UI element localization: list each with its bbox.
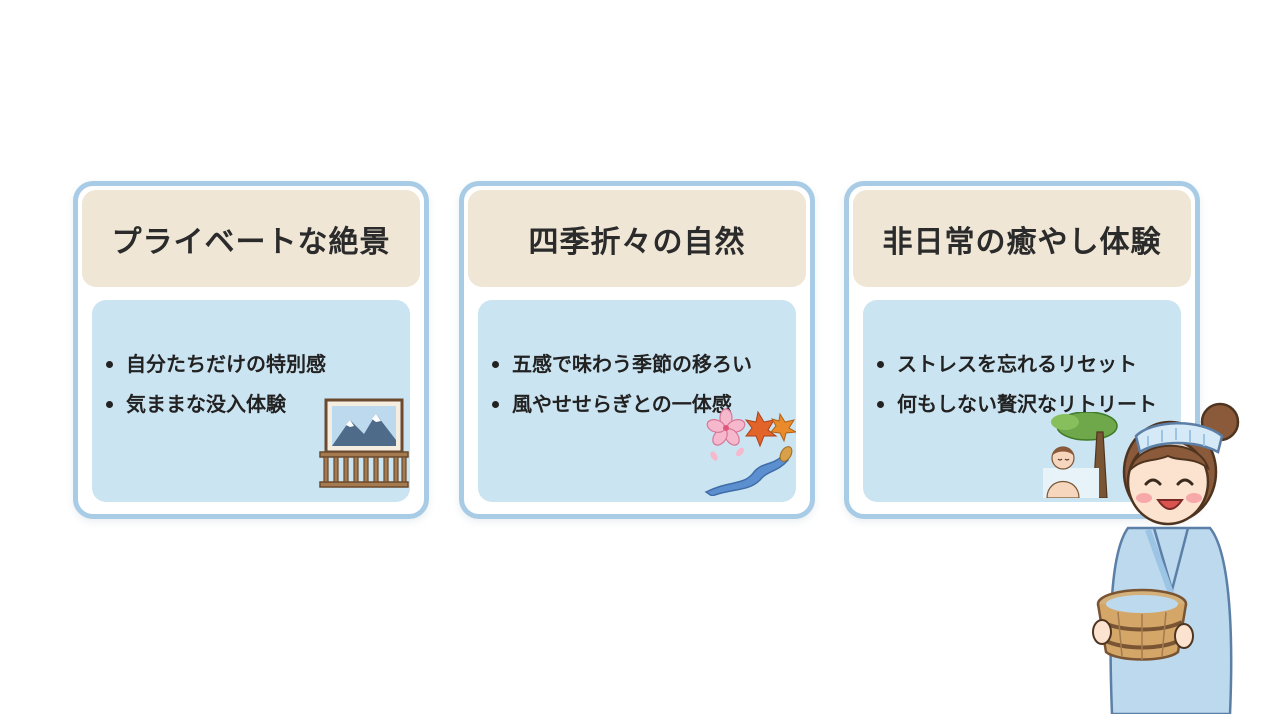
feature-card-private-view: プライベートな絶景 自分たちだけの特別感 気ままな没入体験 xyxy=(73,181,429,519)
yukata-woman-mascot xyxy=(1092,402,1240,714)
bullet-item: 風やせせらぎとの一体感 xyxy=(490,384,752,424)
sakura-autumn-leaves-stream-icon xyxy=(704,408,796,496)
bullet-list: ストレスを忘れるリセット 何もしない贅沢なリトリート xyxy=(875,344,1157,424)
bullet-item: 五感で味わう季節の移ろい xyxy=(490,344,752,384)
card-body: 自分たちだけの特別感 気ままな没入体験 xyxy=(92,300,410,502)
bullet-item: 何もしない贅沢なリトリート xyxy=(875,384,1157,424)
card-title: 非日常の癒やし体験 xyxy=(882,224,1162,260)
card-body: 五感で味わう季節の移ろい 風やせせらぎとの一体感 xyxy=(478,300,796,502)
card-header: プライベートな絶景 xyxy=(82,190,420,287)
card-title: プライベートな絶景 xyxy=(111,224,391,260)
bullet-item: 気ままな没入体験 xyxy=(104,384,326,424)
feature-card-seasonal-nature: 四季折々の自然 五感で味わう季節の移ろい 風やせせらぎとの一体感 xyxy=(459,181,815,519)
wooden-bucket-icon xyxy=(1096,588,1188,661)
bullet-list: 自分たちだけの特別感 気ままな没入体験 xyxy=(104,344,326,424)
card-title: 四季折々の自然 xyxy=(528,224,746,260)
card-header: 非日常の癒やし体験 xyxy=(853,190,1191,287)
bullet-list: 五感で味わう季節の移ろい 風やせせらぎとの一体感 xyxy=(490,344,752,424)
bathing-person-under-tree-icon xyxy=(1043,412,1118,498)
mountain-view-balcony-icon xyxy=(319,398,409,488)
bullet-item: 自分たちだけの特別感 xyxy=(104,344,326,384)
bullet-item: ストレスを忘れるリセット xyxy=(875,344,1157,384)
card-header: 四季折々の自然 xyxy=(468,190,806,287)
